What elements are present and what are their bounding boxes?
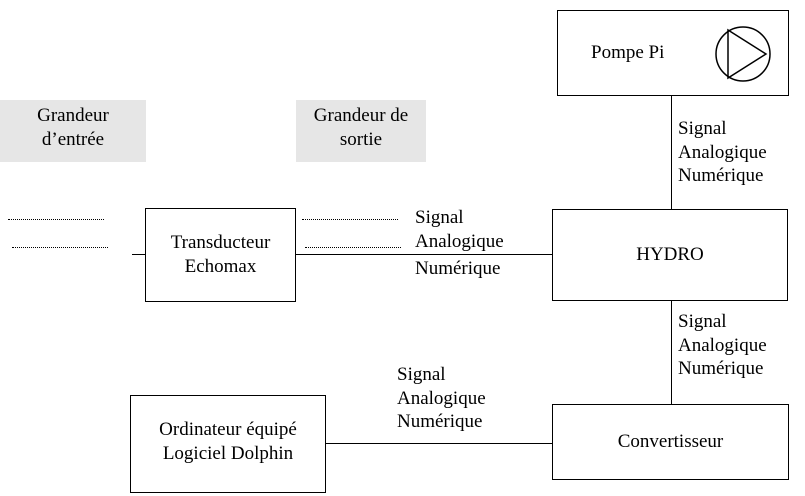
input-dotted-line-2 xyxy=(12,247,108,248)
hydro-box xyxy=(552,209,788,301)
transducer-box xyxy=(145,208,296,302)
signal-label-hydro-converter: Signal Analogique Numérique xyxy=(678,310,767,381)
output-quantity-line2: sortie xyxy=(339,129,383,150)
signal-line: Numérique xyxy=(397,411,483,432)
signal-label-converter-computer: Signal Analogique Numérique xyxy=(397,363,486,434)
pump-hydro-line xyxy=(671,95,672,210)
signal-line: Signal xyxy=(397,364,446,385)
signal-line: Numérique xyxy=(678,358,764,379)
converter-label: Convertisseur xyxy=(617,431,724,452)
computer-box xyxy=(130,395,326,493)
signal-line: Signal xyxy=(415,207,464,228)
signal-label-transducer-hydro: Signal Analogique Numérique xyxy=(411,206,504,281)
signal-line: Signal xyxy=(678,311,727,332)
converter-box xyxy=(552,404,789,480)
converter-computer-line xyxy=(326,443,553,444)
computer-label-line1: Ordinateur équipé xyxy=(159,419,297,440)
computer-label-line2: Logiciel Dolphin xyxy=(162,443,294,464)
transducer-label-line1: Transducteur xyxy=(170,232,271,253)
pump-icon xyxy=(715,26,771,82)
input-quantity-bg xyxy=(0,100,146,162)
output-quantity-bg xyxy=(296,100,426,162)
signal-line: Numérique xyxy=(415,258,501,279)
input-dotted-line-1 xyxy=(8,219,104,220)
output-dotted-line-1 xyxy=(302,219,398,220)
signal-line: Analogique xyxy=(678,334,767,356)
signal-line: Numérique xyxy=(678,165,764,186)
signal-line: Analogique xyxy=(415,230,504,252)
output-dotted-line-2 xyxy=(305,247,401,248)
pump-label: Pompe Pi xyxy=(591,42,665,63)
output-quantity-label: Grandeur de sortie xyxy=(296,104,426,152)
pump-box xyxy=(557,10,789,96)
transducer-hydro-line xyxy=(295,254,553,255)
signal-label-pump-hydro: Signal Analogique Numérique xyxy=(678,117,767,188)
output-quantity-line1: Grandeur de xyxy=(313,105,409,126)
signal-line: Signal xyxy=(678,118,727,139)
input-quantity-line1: Grandeur xyxy=(37,105,109,126)
signal-line: Analogique xyxy=(397,387,486,409)
input-stub-line xyxy=(132,254,146,255)
transducer-label-line2: Echomax xyxy=(184,256,257,277)
input-quantity-label: Grandeur d’entrée xyxy=(0,104,146,152)
hydro-converter-line xyxy=(671,300,672,405)
transducer-label: Transducteur Echomax xyxy=(145,231,296,279)
signal-line: Analogique xyxy=(678,141,767,163)
computer-label: Ordinateur équipé Logiciel Dolphin xyxy=(130,418,326,466)
input-quantity-line2: d’entrée xyxy=(41,129,105,150)
hydro-label: HYDRO xyxy=(636,244,704,265)
